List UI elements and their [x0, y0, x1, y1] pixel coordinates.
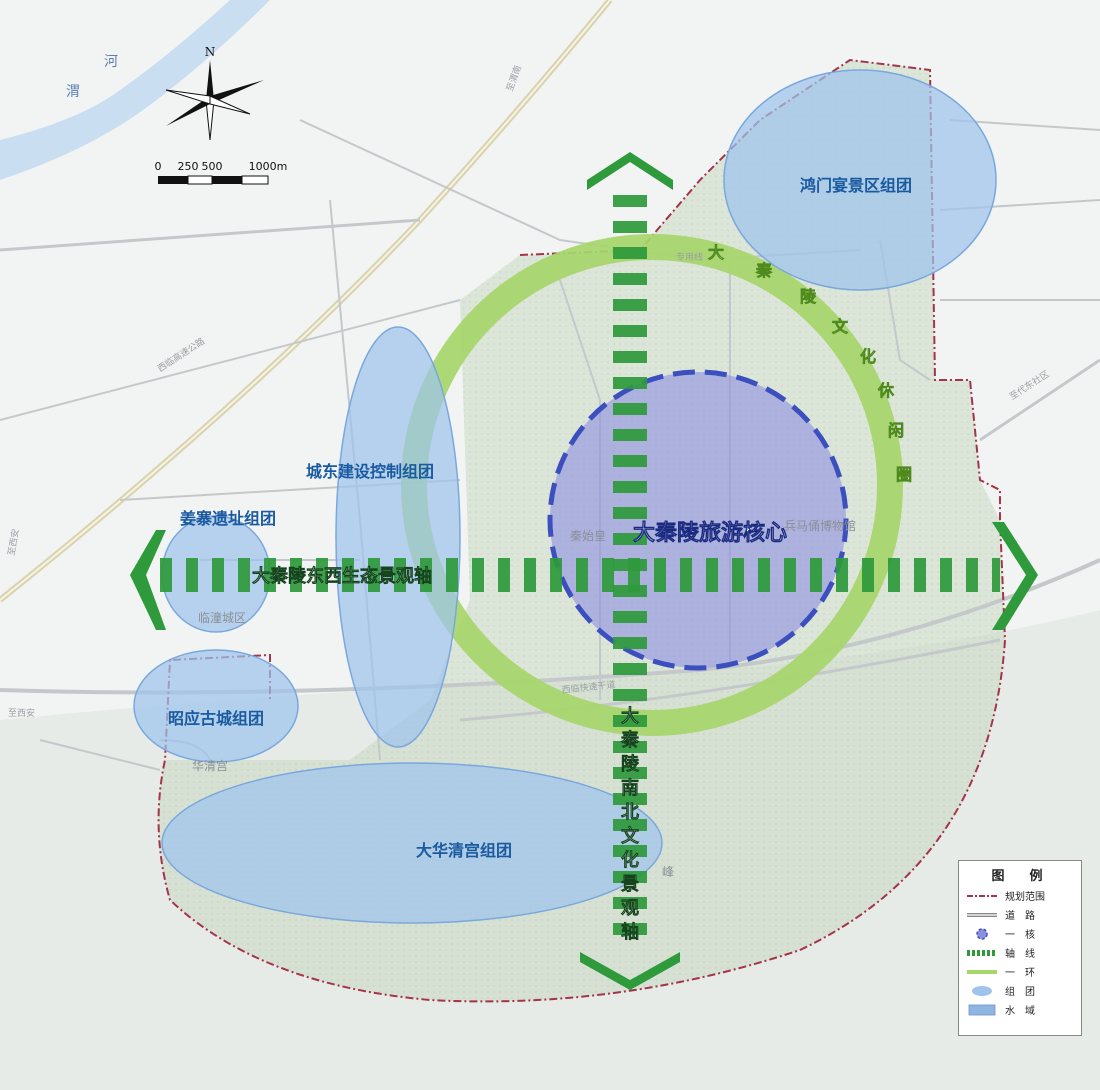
legend-title: 图 例: [991, 869, 1049, 884]
legend-item-axis: 轴 线: [965, 943, 1075, 962]
ring-char-4: 文: [832, 317, 849, 336]
huaqing-cluster-label: 大华清宫组团: [416, 841, 512, 860]
legend-item-core: 一 核: [965, 924, 1075, 943]
ring-char-8: 圈: [896, 465, 912, 484]
legend-item-cluster: 组 团: [965, 981, 1075, 1000]
scale-bar: 0 250 500 1000m: [155, 160, 288, 185]
ring-char-1: 大: [708, 243, 724, 262]
road-line-icon: [965, 909, 999, 921]
zhaoying-cluster: [133, 649, 299, 763]
legend-label-boundary: 规划范围: [1005, 892, 1045, 903]
ring-label: 大 秦 陵 文 化 休 闲 圈: [708, 243, 913, 485]
ring-char-3: 陵: [800, 287, 817, 306]
hongmen-cluster: [723, 69, 997, 291]
scale-tick-1000: 1000m: [249, 160, 288, 173]
chengdong-cluster: [335, 326, 461, 748]
ns-char-4: 南: [621, 777, 639, 799]
river-char-he: 河: [104, 54, 118, 70]
wei-river: [0, 0, 270, 180]
north-south-axis-label: 大 秦 陵 南 北 文 化 景 观 轴: [620, 705, 641, 944]
legend-item-road: 道 路: [965, 905, 1075, 924]
north-south-axis: [580, 152, 680, 990]
huaqing-cluster: [161, 762, 663, 924]
ring-char-5: 化: [860, 347, 876, 366]
north-arrowhead: [587, 152, 673, 190]
west-arrowhead: [130, 530, 166, 630]
core-label: 大秦陵旅游核心: [633, 520, 787, 546]
ns-char-3: 陵: [621, 753, 640, 775]
planning-boundary: [157, 58, 1007, 1003]
boundary-line-icon: [965, 890, 999, 902]
ns-char-7: 化: [621, 849, 639, 871]
ns-char-10: 轴: [621, 921, 639, 943]
ring-line-icon: [965, 966, 999, 978]
core-circle-icon: [965, 927, 999, 940]
legend-item-water: 水 域: [965, 1000, 1075, 1019]
south-arrowhead: [580, 952, 680, 990]
label-museum: 兵马俑博物馆: [784, 518, 856, 533]
legend-label-axis: 轴 线: [1005, 949, 1035, 960]
label-huaqing: 华清宫: [192, 758, 228, 773]
label-zhixian-2: 至西安: [8, 707, 35, 719]
ring-char-6: 休: [877, 381, 895, 400]
legend-item-ring: 一 环: [965, 962, 1075, 981]
ns-char-2: 秦: [620, 729, 640, 751]
ring-char-2: 秦: [755, 261, 773, 280]
east-arrowhead: [992, 522, 1038, 630]
legend-label-ring: 一 环: [1005, 968, 1035, 979]
ns-char-8: 景: [621, 874, 639, 895]
label-yongxian: 专用线: [676, 251, 703, 263]
label-qinshihuang: 秦始皇: [570, 529, 606, 543]
north-arrow-icon: [165, 60, 264, 141]
jiangzhai-cluster-label: 姜寨遗址组团: [180, 509, 276, 528]
label-peak: 峰: [662, 865, 674, 879]
water-area-icon: [965, 1004, 999, 1016]
legend-label-core: 一 核: [1005, 930, 1035, 941]
map-legend: 图 例 规划范围 道 路 一 核 轴 线 一 环 组 团 水 域: [958, 860, 1082, 1036]
ns-char-6: 文: [621, 825, 640, 847]
legend-label-water: 水 域: [1005, 1006, 1035, 1017]
legend-label-road: 道 路: [1005, 911, 1035, 922]
hongmen-cluster-label: 鸿门宴景区组团: [800, 176, 912, 195]
ns-char-9: 观: [621, 898, 639, 919]
east-west-axis: [130, 522, 1038, 630]
scale-tick-0: 0: [155, 160, 162, 173]
zhaoying-cluster-label: 昭应古城组团: [168, 709, 264, 728]
legend-item-boundary: 规划范围: [965, 886, 1075, 905]
scale-tick-500: 500: [202, 160, 223, 173]
ns-char-5: 北: [621, 802, 639, 823]
east-west-axis-label: 大秦陵东西生态景观轴: [252, 565, 432, 587]
label-lintong: 临潼城区: [198, 610, 246, 625]
chengdong-cluster-label: 城东建设控制组团: [306, 462, 434, 481]
cluster-ellipse-icon: [965, 985, 999, 997]
legend-label-cluster: 组 团: [1005, 987, 1035, 998]
axis-line-icon: [965, 947, 999, 959]
ring-char-7: 闲: [888, 421, 904, 440]
north-label: N: [205, 45, 216, 59]
scale-tick-250: 250: [178, 160, 199, 173]
river-char-wei: 渭: [66, 84, 80, 100]
ns-char-1: 大: [621, 705, 639, 727]
